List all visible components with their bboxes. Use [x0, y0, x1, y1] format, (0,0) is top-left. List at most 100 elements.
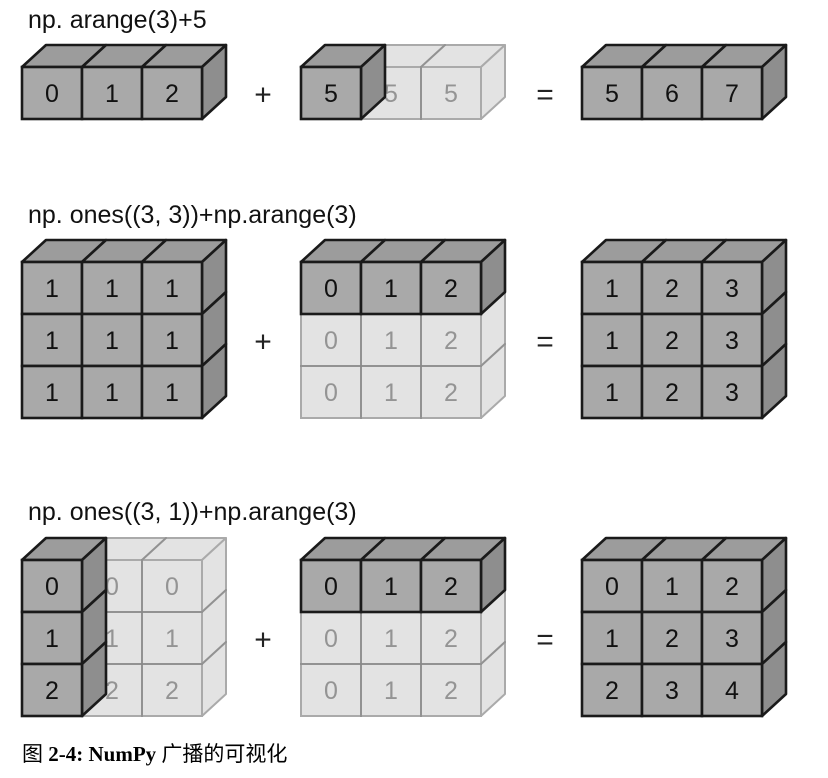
cell-r3c2-value: 3 [665, 677, 679, 705]
cell-r1c1-value: 0 [324, 573, 338, 601]
cell-r1c2-value: 6 [665, 80, 679, 108]
cell-r1c3-value: 0 [165, 573, 179, 601]
cell-r1c2-value: 5 [384, 80, 398, 108]
cell-r3c2: 3 [640, 662, 704, 718]
cell-r2c1-value: 1 [45, 327, 59, 355]
cell-r1c3-front-face [700, 65, 764, 121]
cell-r1c1: 5 [580, 43, 668, 121]
cell-r2c1: 1 [580, 610, 644, 666]
cell-r1c1-front-face [299, 558, 363, 614]
cell-r1c1: 0 [580, 536, 668, 614]
cell-r1c2: 1 [359, 536, 447, 614]
cell-r1c1-value: 5 [605, 80, 619, 108]
cell-r3c1-value: 0 [324, 677, 338, 705]
cell-r1c1-value: 1 [45, 275, 59, 303]
cell-r2c2-front-face [640, 610, 704, 666]
cell-r1c3: 2 [419, 238, 507, 316]
cell-r2c1: 1 [20, 312, 84, 368]
cell-r1c3-front-face [140, 65, 204, 121]
cell-r3c3: 3 [700, 342, 788, 420]
cell-r2c2: 1 [80, 312, 144, 368]
cell-r2c1-value: 1 [605, 625, 619, 653]
cell-r2c3-front-face [141, 611, 203, 665]
cell-r2c1-front-face [300, 313, 362, 367]
cell-r1c2-front-face [359, 558, 423, 614]
plus-operator: + [254, 79, 272, 112]
caption-brand: NumPy [88, 742, 157, 766]
cell-r1c1-value: 0 [605, 573, 619, 601]
equals-operator: = [536, 326, 554, 359]
cell-r3c2: 2 [640, 364, 704, 420]
cell-r3c3-value: 1 [165, 379, 179, 407]
cell-r3c3-value: 2 [444, 379, 458, 407]
cell-r3c2-front-face [640, 662, 704, 718]
cell-r1c3-value: 2 [165, 80, 179, 108]
cell-r3c3-front-face [141, 663, 203, 717]
cell-r1c3-front-face [700, 558, 764, 614]
cell-r2c1-value: 0 [324, 327, 338, 355]
cell-r2c3-front-face [140, 312, 204, 368]
cell-r2c3: 1 [140, 290, 228, 368]
cell-r1c2: 6 [640, 43, 728, 121]
row-title: np. ones((3, 1))+np.arange(3) [28, 498, 357, 526]
cell-r3c3: 2 [141, 641, 227, 717]
cell-r3c1: 0 [300, 663, 362, 717]
cell-r3c2-value: 2 [105, 677, 119, 705]
cell-r3c2-front-face [80, 364, 144, 420]
cell-r1c1: 5 [299, 43, 387, 121]
cell-r3c1: 2 [20, 640, 108, 718]
cell-r3c2-value: 1 [384, 379, 398, 407]
cell-r3c3: 2 [420, 641, 506, 717]
plus-operator: + [254, 624, 272, 657]
cell-r2c3-value: 2 [444, 625, 458, 653]
cell-r2c3-front-face [420, 611, 482, 665]
cell-r1c3: 3 [700, 238, 788, 316]
cell-r2c3: 1 [141, 589, 227, 665]
cell-r1c2: 1 [80, 43, 168, 121]
cell-r1c3-front-face [141, 559, 203, 613]
cell-r2c3-front-face [700, 312, 764, 368]
cell-r3c1: 1 [580, 364, 644, 420]
cell-r1c3: 2 [419, 536, 507, 614]
cell-r3c3: 4 [700, 640, 788, 718]
caption-number: 2-4: [48, 742, 84, 766]
cell-r1c3-value: 3 [725, 275, 739, 303]
cell-r3c1: 2 [580, 662, 644, 718]
cell-r2c3-value: 3 [725, 327, 739, 355]
cell-r1c1-value: 5 [324, 80, 338, 108]
cell-r2c2-value: 1 [105, 625, 119, 653]
cell-r3c1-value: 1 [45, 379, 59, 407]
cell-r2c1-front-face [580, 610, 644, 666]
cell-r2c2: 2 [640, 312, 704, 368]
cell-r2c3-value: 3 [725, 625, 739, 653]
cell-r3c2: 1 [360, 663, 422, 717]
cell-r1c1: 0 [299, 536, 387, 614]
cell-r1c3-value: 2 [725, 573, 739, 601]
cell-r2c1-value: 0 [324, 625, 338, 653]
cell-r3c1-front-face [580, 662, 644, 718]
cell-r1c2-value: 1 [384, 573, 398, 601]
cell-r3c1-value: 0 [324, 379, 338, 407]
cell-r3c3-front-face [420, 663, 482, 717]
cell-r1c1-front-face [20, 558, 84, 614]
cell-r1c3: 5 [420, 44, 506, 120]
cell-r3c2-value: 2 [665, 379, 679, 407]
cell-r1c1-front-face [299, 65, 363, 121]
row-title: np. ones((3, 3))+np.arange(3) [28, 201, 357, 229]
cell-r2c2: 2 [640, 610, 704, 666]
cell-r3c2-value: 1 [384, 677, 398, 705]
cell-r2c2-value: 1 [384, 625, 398, 653]
cell-r2c1: 1 [580, 312, 644, 368]
cell-r1c1-value: 0 [324, 275, 338, 303]
cell-r3c3-front-face [700, 364, 764, 420]
cell-r2c1: 1 [20, 588, 108, 666]
